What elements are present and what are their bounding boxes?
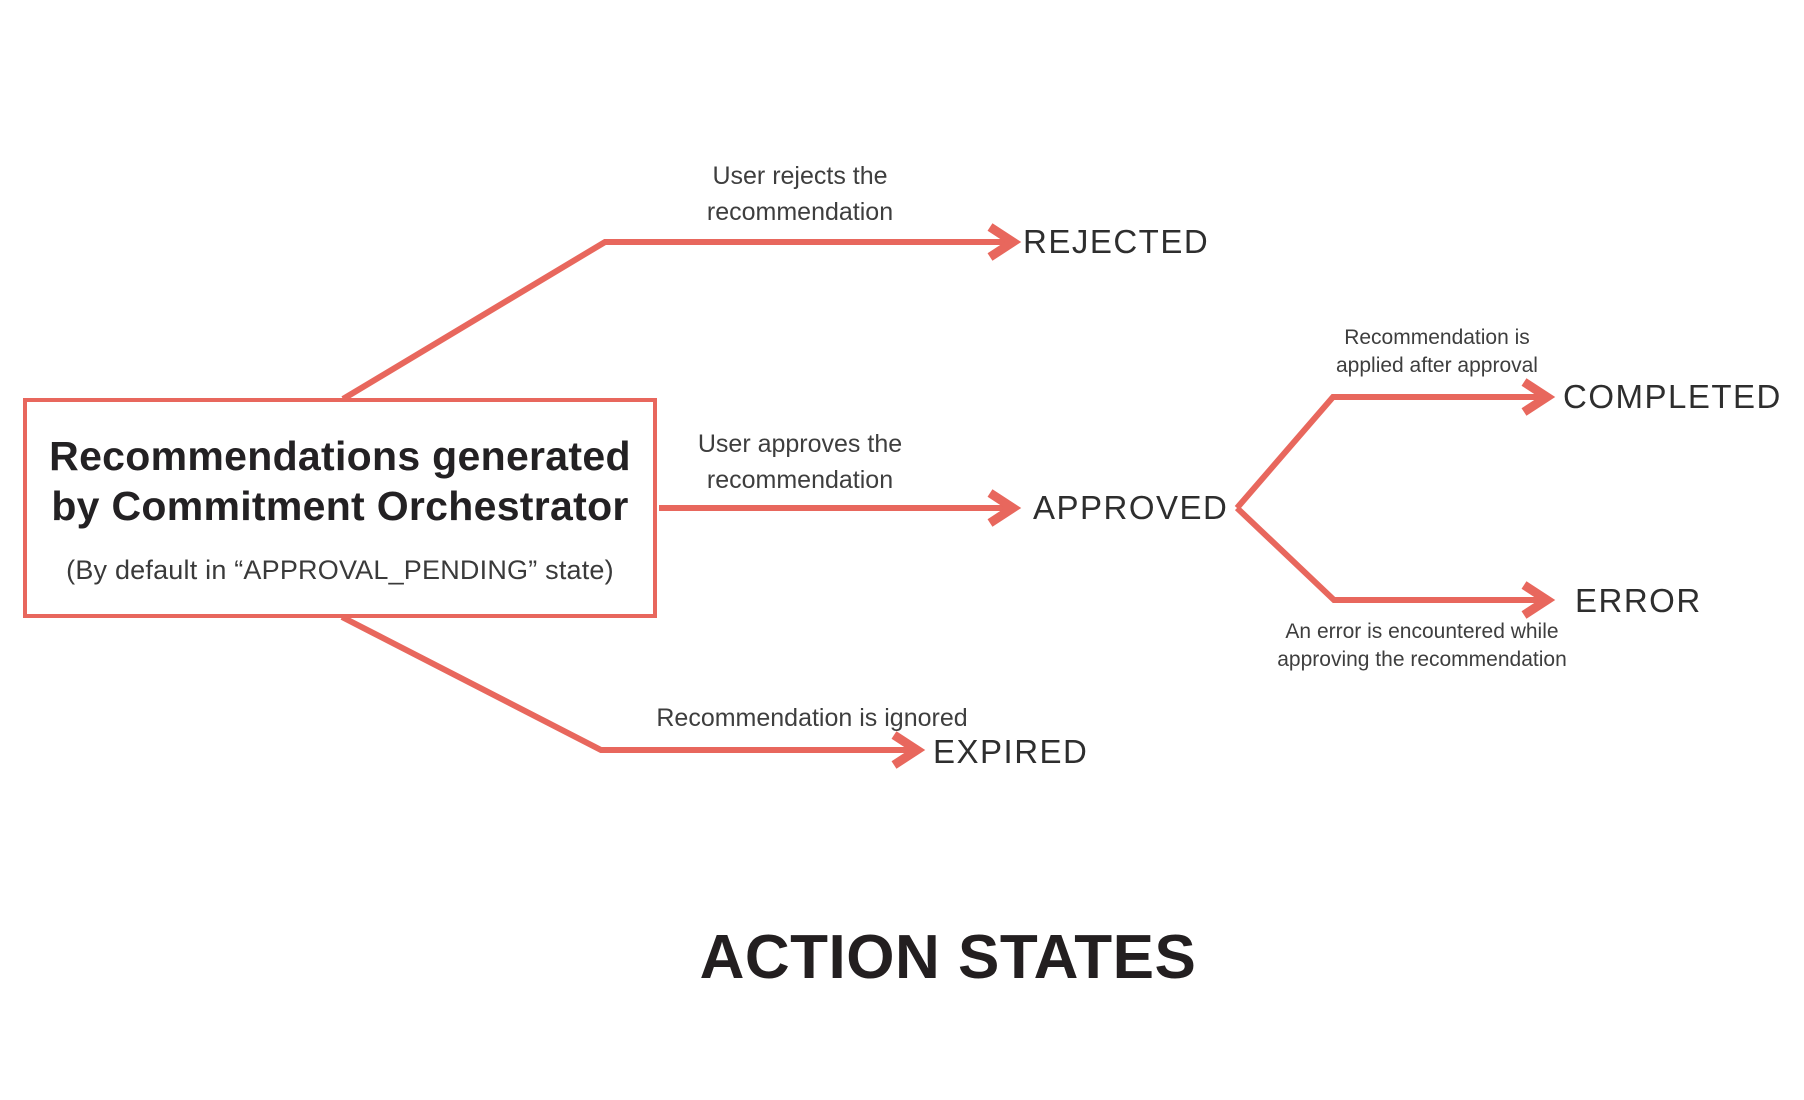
edge-label-error: An error is encountered while approving … <box>1277 620 1567 671</box>
edge-label-rejected: User rejects the recommendation <box>706 162 894 226</box>
error-arrowhead-icon <box>1521 581 1556 619</box>
state-error: ERROR <box>1575 582 1702 619</box>
source-box-title: Recommendations generated by Commitment … <box>49 431 631 531</box>
source-box: Recommendations generated by Commitment … <box>23 398 657 618</box>
state-approved: APPROVED <box>1033 489 1229 526</box>
state-rejected: REJECTED <box>1023 223 1210 260</box>
source-box-title-line1: Recommendations generated <box>49 432 631 479</box>
expired-arrow-line <box>340 614 910 753</box>
source-box-title-line2: by Commitment Orchestrator <box>51 482 629 529</box>
rejected-arrowhead-icon <box>987 223 1022 261</box>
edge-label-approved: User approves the recommendation <box>697 430 903 494</box>
error-arrow-line <box>1234 505 1540 603</box>
state-expired: EXPIRED <box>933 733 1089 770</box>
expired-arrowhead-icon <box>891 731 926 769</box>
completed-arrowhead-icon <box>1521 378 1556 416</box>
edge-label-expired: Recommendation is ignored <box>656 704 968 732</box>
edge-label-completed: Recommendation is applied after approval <box>1336 326 1538 377</box>
approved-arrowhead-icon <box>987 489 1022 527</box>
source-box-subtitle: (By default in “APPROVAL_PENDING” state) <box>66 554 614 585</box>
completed-arrow-line <box>1234 394 1540 510</box>
state-completed: COMPLETED <box>1563 378 1782 415</box>
page-title: ACTION STATES <box>699 923 1197 992</box>
rejected-arrow-line <box>341 239 1006 402</box>
